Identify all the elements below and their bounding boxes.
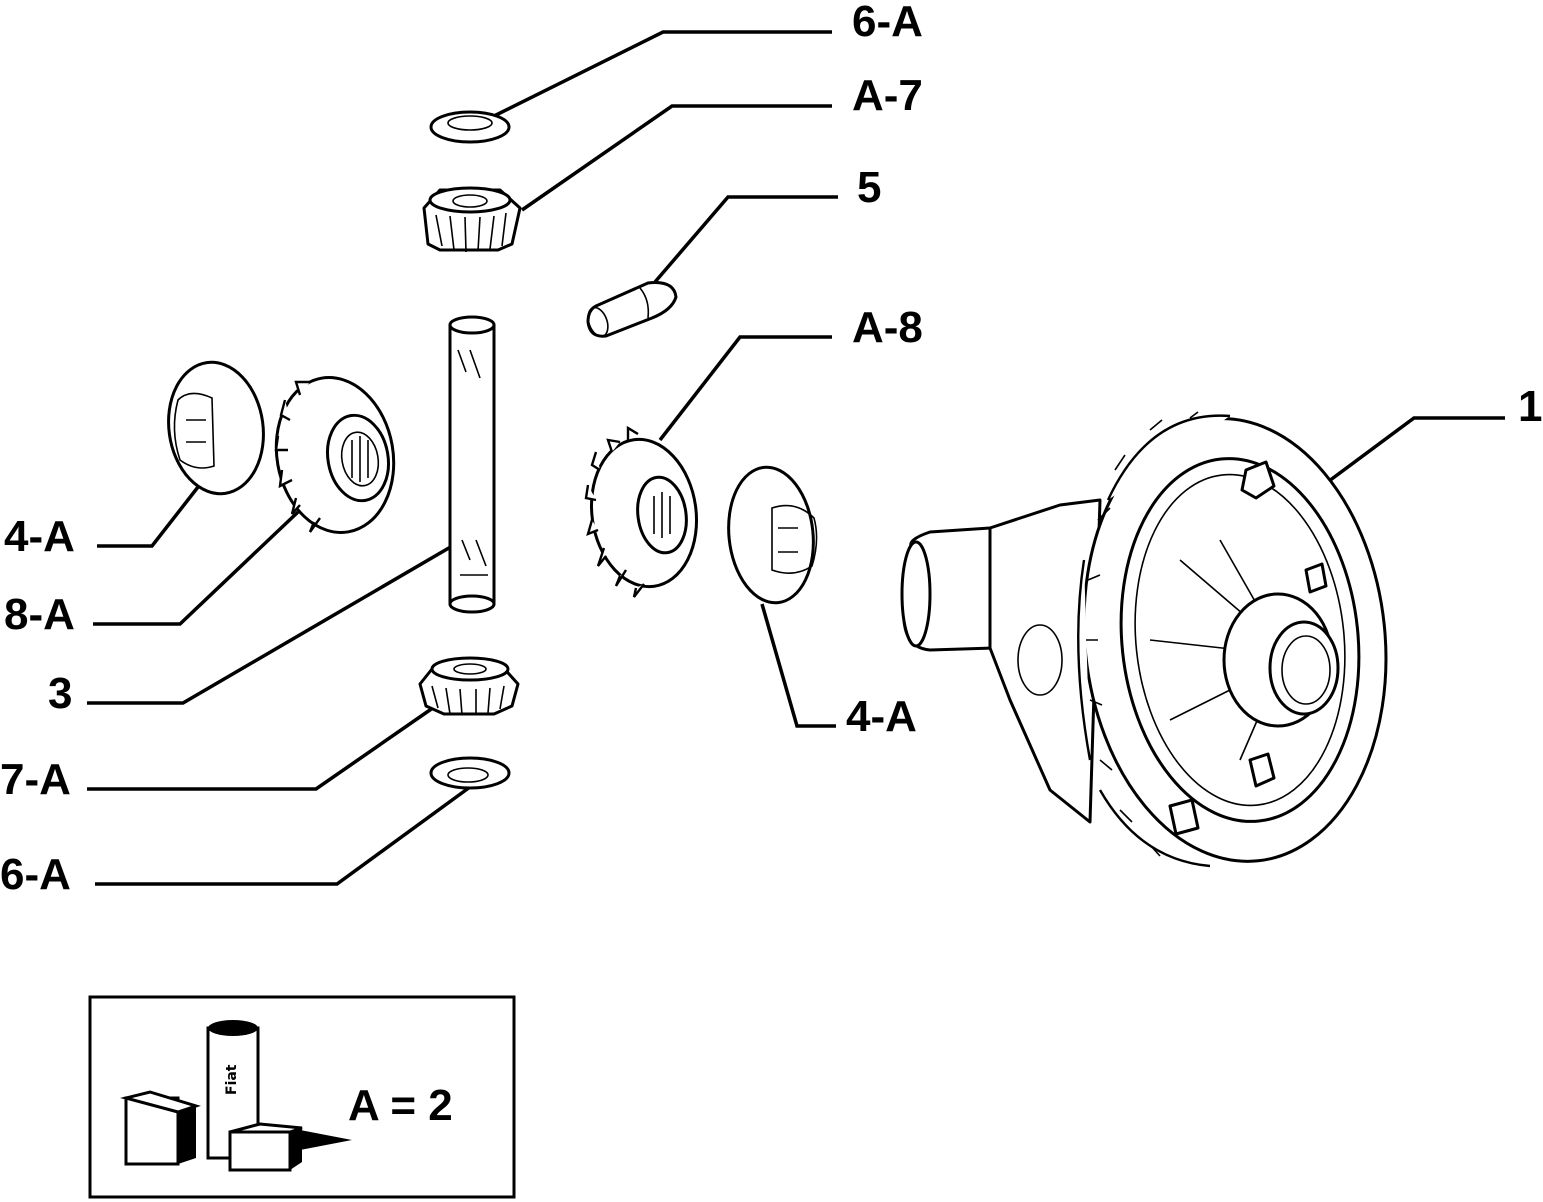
- pinion-shaft: [448, 315, 496, 614]
- label-pinion-top: A-7: [852, 71, 923, 120]
- label-housing: 1: [1518, 382, 1542, 431]
- leader-pinion-bottom: [87, 701, 441, 791]
- quantity-legend: Fiat A = 2: [88, 995, 516, 1199]
- leader-shaft: [87, 543, 455, 705]
- leader-washer-top: [489, 30, 832, 120]
- kit-brand-mark: Fiat: [224, 1064, 240, 1095]
- label-washer-bottom: 6-A: [0, 850, 71, 899]
- thrust-washer-top: [429, 110, 511, 144]
- side-gear-left: [274, 376, 396, 534]
- bearing-cup-right: [727, 465, 818, 605]
- label-pinion-bottom: 7-A: [0, 755, 71, 804]
- label-cover-right: 4-A: [846, 692, 917, 741]
- leader-pinion-top: [521, 104, 832, 212]
- leader-cover-right: [760, 603, 836, 728]
- differential-housing: [900, 411, 1388, 868]
- planet-pinion-top: [422, 186, 522, 253]
- side-gear-right: [584, 425, 699, 598]
- label-pin: 5: [857, 163, 881, 212]
- label-cover-left: 4-A: [4, 512, 75, 561]
- leader-side-gear-right: [658, 335, 832, 442]
- leader-side-gear-left: [93, 510, 300, 626]
- parts-kit-icon: Fiat: [120, 1020, 352, 1172]
- planet-pinion-bottom: [418, 656, 520, 716]
- bearing-cup-left: [167, 360, 265, 496]
- label-side-gear-left: 8-A: [4, 590, 75, 639]
- leader-lines: [87, 30, 1505, 886]
- lock-pin: [586, 281, 678, 338]
- callout-labels: 6-A A-7 5 A-8 1 4-A 8-A 3 4-A 7-A 6-A: [0, 0, 1542, 899]
- label-side-gear-right: A-8: [852, 303, 923, 352]
- leader-cover-left: [97, 485, 200, 548]
- leader-washer-bottom: [95, 785, 472, 886]
- thrust-washer-bottom: [429, 756, 511, 790]
- label-shaft: 3: [48, 669, 72, 718]
- legend-formula: A = 2: [348, 1081, 453, 1130]
- leader-housing: [1323, 416, 1505, 486]
- label-washer-top: 6-A: [852, 0, 923, 46]
- leader-pin: [653, 195, 838, 284]
